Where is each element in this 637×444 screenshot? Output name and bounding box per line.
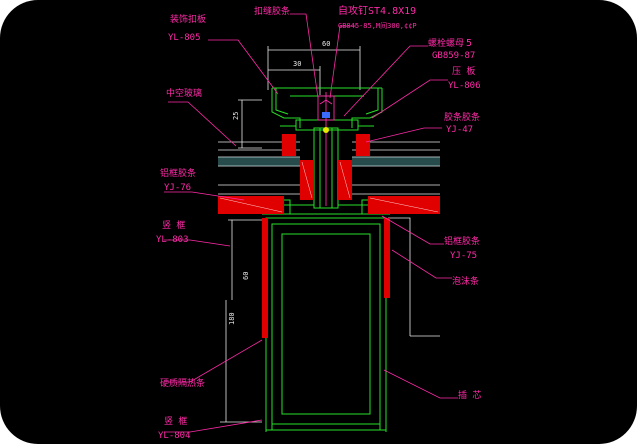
dim-height-60: 60 — [242, 272, 250, 280]
label-bolt-size: 5 — [466, 38, 472, 49]
label-sealant: 泡沫条 — [452, 275, 479, 287]
seal-hatch — [219, 161, 439, 213]
label-insulated-glass: 中空玻璃 — [166, 87, 202, 99]
dim-top-width: 60 — [322, 40, 330, 48]
label-decor-strip-code: YL-805 — [168, 33, 201, 43]
label-rubber-strip-right-code: YJ-47 — [446, 125, 473, 135]
label-screw-spec: 自攻钉ST4.8X19 — [338, 4, 416, 17]
label-decor-strip: 装饰扣板 — [170, 13, 206, 25]
label-vertical-frame-code: YL-803 — [156, 235, 189, 245]
label-sleeve: 插 芯 — [458, 389, 481, 401]
label-bottom-frame: 竖 框 — [164, 415, 187, 427]
bolt-nut — [322, 112, 330, 118]
label-bottom-frame-code: YL-804 — [158, 431, 191, 441]
outer-wall-profile — [388, 217, 440, 337]
dim-top-height: 25 — [232, 112, 240, 120]
bottom-frame-profile — [265, 217, 387, 432]
glass-spacer-fill — [218, 157, 440, 166]
label-gasket-right: 铝框胶条 — [444, 235, 480, 247]
dim-half-width: 30 — [293, 60, 301, 68]
leader-lines — [164, 13, 458, 433]
label-screw-standard: GB845-85,M间300,¢¢P — [338, 22, 417, 30]
pressure-plate-profile — [271, 87, 383, 131]
label-rubber-strip-left-code: YJ-76 — [164, 183, 191, 193]
label-vertical-frame: 竖 框 — [162, 219, 185, 231]
label-rubber-strip-right: 胶条胶条 — [444, 111, 480, 123]
label-gasket-right-code: YJ-75 — [450, 251, 477, 261]
label-rubber-strip-left: 铝框胶条 — [160, 167, 196, 179]
label-insulating-strip: 硬质隔热条 — [160, 377, 205, 389]
dim-height-180: 180 — [228, 312, 236, 325]
label-bolt-standard: GB859-87 — [432, 51, 475, 61]
label-snap-strip: 扣缝胶条 — [254, 5, 290, 17]
label-pressure-plate-code: YL-806 — [448, 81, 481, 91]
dimension-lines — [220, 46, 361, 423]
label-pressure-plate: 压 板 — [452, 65, 475, 77]
screw-head — [323, 127, 329, 133]
label-bolt: 螺栓螺母 — [428, 37, 464, 49]
center-bolt — [317, 92, 335, 206]
